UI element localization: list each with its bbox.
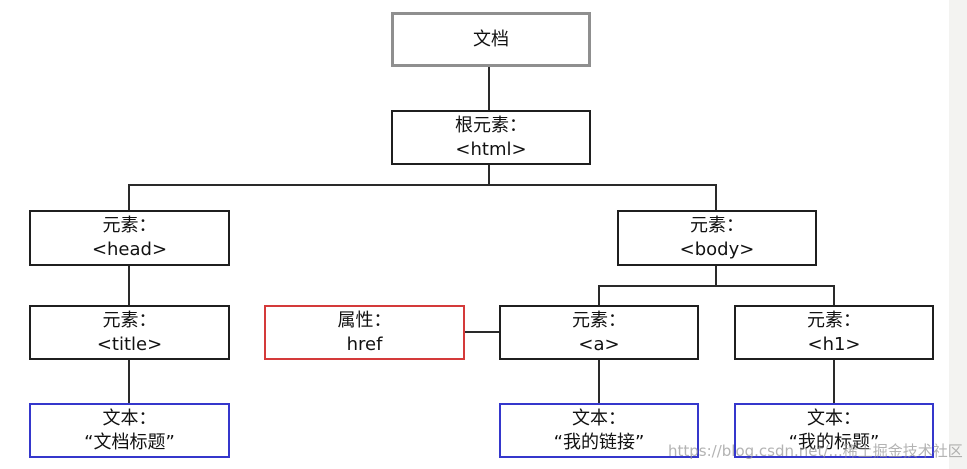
h1-element-node: 元素： <h1> bbox=[734, 305, 934, 360]
right-edge-strip bbox=[949, 0, 967, 469]
a-element-node: 元素： <a> bbox=[499, 305, 699, 360]
link-text-label: 文本： bbox=[572, 407, 626, 429]
connector-head-to-title bbox=[128, 265, 130, 305]
a-element-tag: <a> bbox=[578, 333, 620, 355]
h1-element-tag: <h1> bbox=[807, 333, 861, 355]
title-text-node: 文本： “文档标题” bbox=[29, 403, 230, 458]
href-attribute-value: href bbox=[346, 333, 383, 355]
href-attribute-label: 属性： bbox=[337, 309, 392, 331]
connector-body-down bbox=[715, 265, 717, 286]
heading-text-node: 文本： “我的标题” bbox=[734, 403, 934, 458]
connector-to-h1 bbox=[833, 285, 835, 305]
body-element-label: 元素： bbox=[690, 215, 744, 236]
head-element-label: 元素： bbox=[102, 215, 157, 236]
root-element-node: 根元素： <html> bbox=[391, 110, 591, 165]
connector-to-a bbox=[598, 285, 600, 305]
title-element-node: 元素： <title> bbox=[29, 305, 230, 360]
root-element-label: 根元素： bbox=[455, 114, 527, 136]
link-text-node: 文本： “我的链接” bbox=[499, 403, 699, 458]
title-element-tag: <title> bbox=[96, 333, 163, 355]
connector-head-body-bus bbox=[128, 184, 716, 186]
connector-to-body bbox=[715, 184, 717, 210]
connector-document-to-root bbox=[488, 66, 490, 110]
href-attribute-node: 属性： href bbox=[264, 305, 465, 360]
title-element-label: 元素： bbox=[102, 309, 157, 331]
connector-to-head bbox=[128, 184, 130, 210]
head-element-node: 元素： <head> bbox=[29, 210, 230, 266]
heading-text-label: 文本： bbox=[807, 407, 861, 429]
title-text-value: “文档标题” bbox=[84, 431, 175, 453]
title-text-label: 文本： bbox=[102, 407, 157, 429]
connector-h1-to-text bbox=[833, 359, 835, 403]
h1-element-label: 元素： bbox=[807, 309, 861, 331]
body-element-node: 元素： <body> bbox=[617, 210, 817, 266]
connector-root-down bbox=[488, 164, 490, 185]
connector-a-to-text bbox=[598, 359, 600, 403]
connector-title-to-text bbox=[128, 359, 130, 403]
document-label: 文档 bbox=[473, 28, 509, 50]
root-element-tag: <html> bbox=[455, 138, 527, 160]
connector-attribute-to-a bbox=[465, 331, 501, 333]
connector-a-h1-bus bbox=[598, 285, 834, 287]
document-node: 文档 bbox=[391, 12, 591, 67]
head-element-tag: <head> bbox=[91, 239, 168, 260]
a-element-label: 元素： bbox=[572, 309, 626, 331]
heading-text-value: “我的标题” bbox=[788, 431, 880, 453]
link-text-value: “我的链接” bbox=[553, 431, 645, 453]
body-element-tag: <body> bbox=[679, 239, 755, 260]
